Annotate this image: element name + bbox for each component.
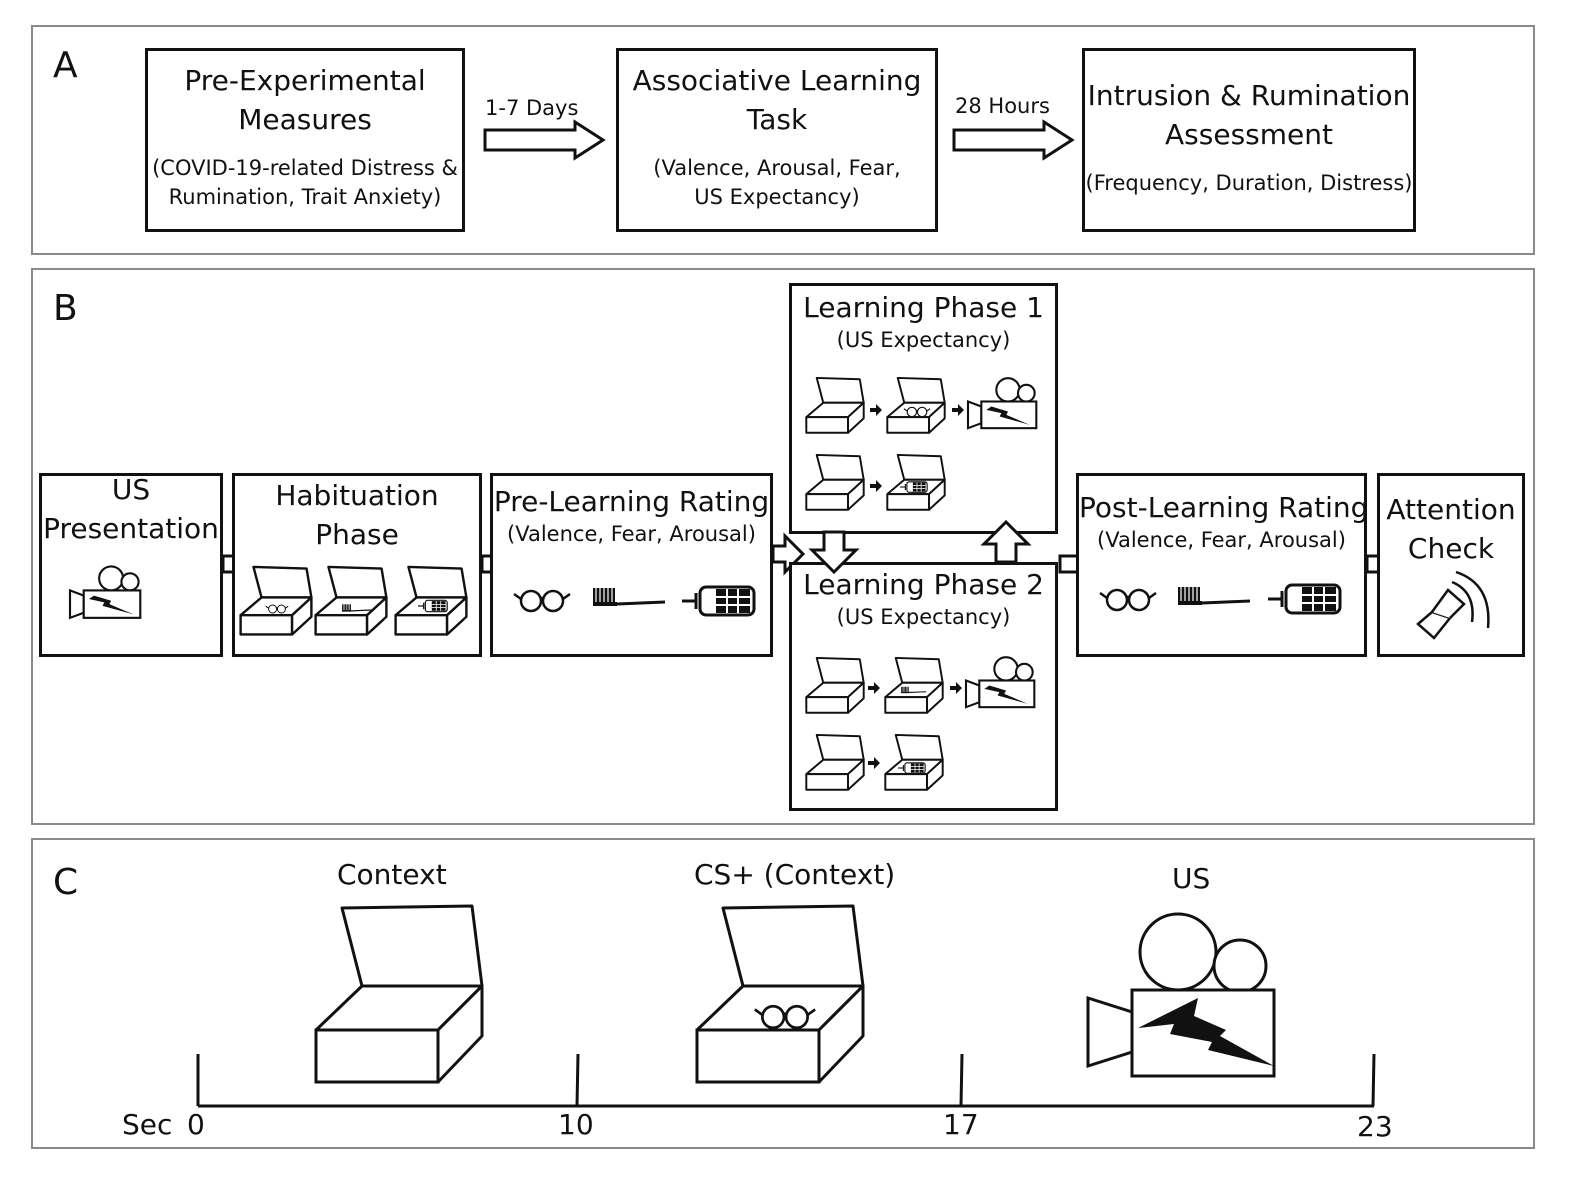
toothbrush-icon [341, 603, 372, 613]
post-learning-rating-box: Post-Learning Rating (Valence, Fear, Aro… [1076, 473, 1369, 657]
camera-shock-icon [966, 377, 1038, 430]
stimulus-label-context: Context [337, 858, 447, 891]
panel-c-letter: C [53, 862, 79, 903]
timeline-axis [196, 1053, 1376, 1108]
tick-label-23: 23 [1357, 1110, 1393, 1143]
pre-experimental-sub-1: (COVID-19-related Distress & [152, 156, 458, 180]
arrow-icon [950, 682, 962, 694]
associative-learning-sub-2: US Expectancy) [694, 185, 860, 209]
pre-experimental-title-1: Pre-Experimental [184, 64, 426, 97]
post-learning-title: Post-Learning Rating [1079, 491, 1369, 524]
toothbrush-icon [900, 686, 927, 694]
block-arrow-icon [483, 119, 606, 161]
calculator-icon [899, 481, 928, 493]
camera-shock-icon [1086, 912, 1276, 1078]
block-arrow-icon [952, 119, 1075, 161]
open-box-icon [314, 904, 484, 1084]
us-presentation-title-2: Presentation [43, 512, 219, 545]
open-box-icon [239, 565, 313, 636]
pre-experimental-sub-2: Rumination, Trait Anxiety) [168, 185, 442, 209]
us-presentation-title-1: US [111, 473, 151, 506]
panel-a-letter: A [53, 45, 78, 86]
arrow-icon [868, 757, 880, 769]
down-block-arrow-icon [808, 530, 860, 575]
open-box-icon [805, 376, 865, 434]
intrusion-rumination-title-1: Intrusion & Rumination [1087, 79, 1411, 112]
glasses-icon [753, 1004, 817, 1030]
arrow-icon [868, 682, 880, 694]
camera-shock-icon [68, 565, 142, 619]
tick-label-10: 10 [558, 1108, 594, 1141]
up-block-arrow-icon [980, 519, 1032, 564]
attention-check-title-1: Attention [1386, 493, 1516, 526]
habituation-title-2: Phase [315, 518, 399, 551]
intrusion-rumination-sub-1: (Frequency, Duration, Distress) [1085, 171, 1413, 195]
calculator-icon [897, 762, 926, 774]
open-box-icon [805, 656, 865, 714]
calculator-icon [1266, 583, 1342, 615]
glasses-icon [903, 406, 931, 418]
open-box-icon [805, 453, 865, 511]
tick-label-17: 17 [943, 1108, 979, 1141]
arrow-label-28-hours: 28 Hours [955, 94, 1050, 118]
pre-experimental-box: Pre-Experimental Measures (COVID-19-rela… [145, 48, 465, 232]
glasses-icon [265, 604, 289, 614]
intrusion-rumination-title-2: Assessment [1165, 118, 1333, 151]
pre-learning-sub: (Valence, Fear, Arousal) [507, 522, 756, 546]
post-learning-sub: (Valence, Fear, Arousal) [1097, 528, 1346, 552]
pre-learning-rating-box: Pre-Learning Rating (Valence, Fear, Arou… [490, 473, 773, 657]
associative-learning-sub-1: (Valence, Arousal, Fear, [653, 156, 901, 180]
panel-b-letter: B [53, 288, 78, 329]
arrow-label-1-7-days: 1-7 Days [485, 96, 579, 120]
toothbrush-icon [591, 586, 667, 608]
learning-phase-2-title: Learning Phase 2 [803, 568, 1044, 601]
glasses-icon [512, 589, 572, 613]
calculator-icon [417, 599, 448, 613]
stimulus-label-us: US [1172, 862, 1211, 895]
associative-learning-box: Associative Learning Task (Valence, Arou… [616, 48, 938, 232]
toothbrush-icon [1176, 585, 1252, 607]
habituation-title-1: Habituation [275, 479, 439, 512]
speaker-icon [1416, 570, 1490, 640]
learning-phase-1-sub: (US Expectancy) [836, 328, 1011, 352]
arrow-icon [870, 480, 882, 492]
open-box-icon [805, 733, 865, 791]
intrusion-rumination-box: Intrusion & Rumination Assessment (Frequ… [1082, 48, 1416, 232]
learning-phase-2-sub: (US Expectancy) [836, 605, 1011, 629]
attention-check-title-2: Check [1407, 532, 1495, 565]
pre-experimental-title-2: Measures [238, 103, 372, 136]
associative-learning-title-1: Associative Learning [632, 64, 922, 97]
arrow-icon [952, 404, 964, 416]
camera-shock-icon [964, 656, 1036, 709]
arrow-icon [870, 404, 882, 416]
attention-check-box: Attention Check [1377, 473, 1525, 657]
tick-label-0: 0 [187, 1108, 205, 1141]
associative-learning-title-2: Task [746, 103, 808, 136]
open-box-icon [314, 565, 388, 636]
stimulus-label-cs-plus: CS+ (Context) [694, 858, 896, 891]
learning-phase-1-title: Learning Phase 1 [803, 291, 1044, 324]
pre-learning-title: Pre-Learning Rating [493, 485, 770, 518]
calculator-icon [680, 585, 756, 617]
axis-label-sec: Sec [122, 1108, 173, 1141]
glasses-icon [1098, 588, 1158, 612]
